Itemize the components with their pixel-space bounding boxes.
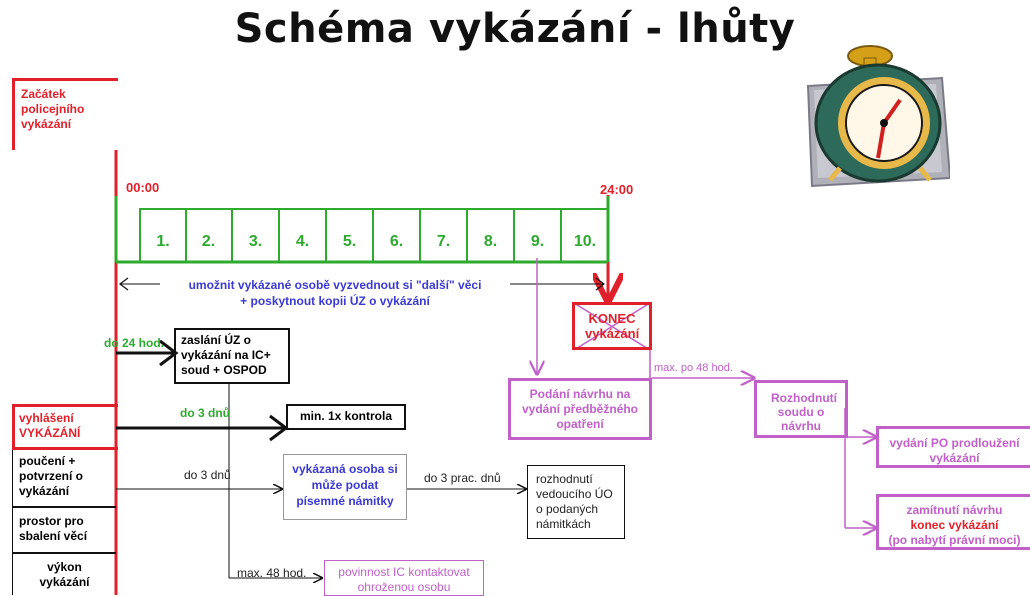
zamitnuti-box: zamítnutí návrhu konec vykázání (po naby… (876, 494, 1030, 550)
zamitnuti-line2: konec vykázání (910, 518, 999, 532)
span-note-line2: + poskytnout kopii ÚZ o vykázání (240, 294, 430, 308)
left-item-vykon: výkon vykázání (12, 554, 116, 595)
span-note: umožnit vykázané osobě vyzvednout si "da… (160, 272, 510, 316)
page-title: Schéma vykázání - lhůty (234, 6, 796, 52)
podani-box: Podání návrhu na vydání předběžného opat… (508, 378, 652, 440)
vyhlaseni-line2: VYKÁZÁNÍ (19, 426, 81, 440)
zamitnuti-line1: zamítnutí návrhu (906, 503, 1003, 517)
do3prac-label: do 3 prac. dnů (424, 471, 501, 485)
hour-7: 7. (421, 208, 468, 261)
hour-4: 4. (280, 208, 327, 261)
hour-10: 10. (562, 208, 608, 261)
zamitnuti-line3: (po nabytí právní moci) (888, 533, 1021, 547)
hour-1: 1. (139, 208, 187, 261)
hour-9: 9. (515, 208, 562, 261)
hour-2: 2. (186, 208, 233, 261)
vydani-po-box: vydání PO prodloužení vykázání (876, 426, 1030, 468)
hour-6: 6. (374, 208, 421, 261)
time-start: 00:00 (126, 180, 160, 195)
start-label-box: Začátek policejního vykázání (12, 78, 118, 150)
rozhodnuti-uo-box: rozhodnutí vedoucího ÚO o podaných námit… (527, 465, 625, 539)
start-label: Začátek policejního vykázání (21, 87, 85, 131)
do3-green-label: do 3 dnů (180, 406, 230, 420)
namitky-box: vykázaná osoba si může podat písemné nám… (283, 454, 407, 520)
hour-5: 5. (327, 208, 374, 261)
hour-3: 3. (233, 208, 280, 261)
povinnost-box: povinnost IC kontaktovat ohroženou osobu (324, 560, 484, 596)
vyhlaseni-line1: vyhlášení (19, 411, 74, 425)
left-item-pouceni: poučení + potvrzení o vykázání (12, 450, 116, 508)
span-note-line1: umožnit vykázané osobě vyzvednout si "da… (188, 278, 482, 292)
time-end: 24:00 (600, 182, 634, 197)
alarm-clock-icon (800, 28, 952, 188)
kontrola-box: min. 1x kontrola (286, 404, 406, 430)
max48-left-label: max. 48 hod. (237, 566, 307, 580)
rozhodnuti-soudu-box: Rozhodnutí soudu o návrhu (754, 380, 848, 438)
vyhlaseni-box: vyhlášení VYKÁZÁNÍ (12, 404, 118, 450)
hour-8: 8. (468, 208, 515, 261)
zaslani-box: zaslání ÚZ o vykázání na IC+ soud + OSPO… (174, 328, 290, 384)
left-item-prostor: prostor pro sbalení věcí (12, 508, 116, 554)
max48-right-label: max. po 48 hod. (654, 362, 733, 374)
konec-box: KONEC vykázání (572, 302, 652, 350)
do3-plain-label: do 3 dnů (184, 468, 231, 482)
do24-label: do 24 hod. (104, 336, 164, 350)
